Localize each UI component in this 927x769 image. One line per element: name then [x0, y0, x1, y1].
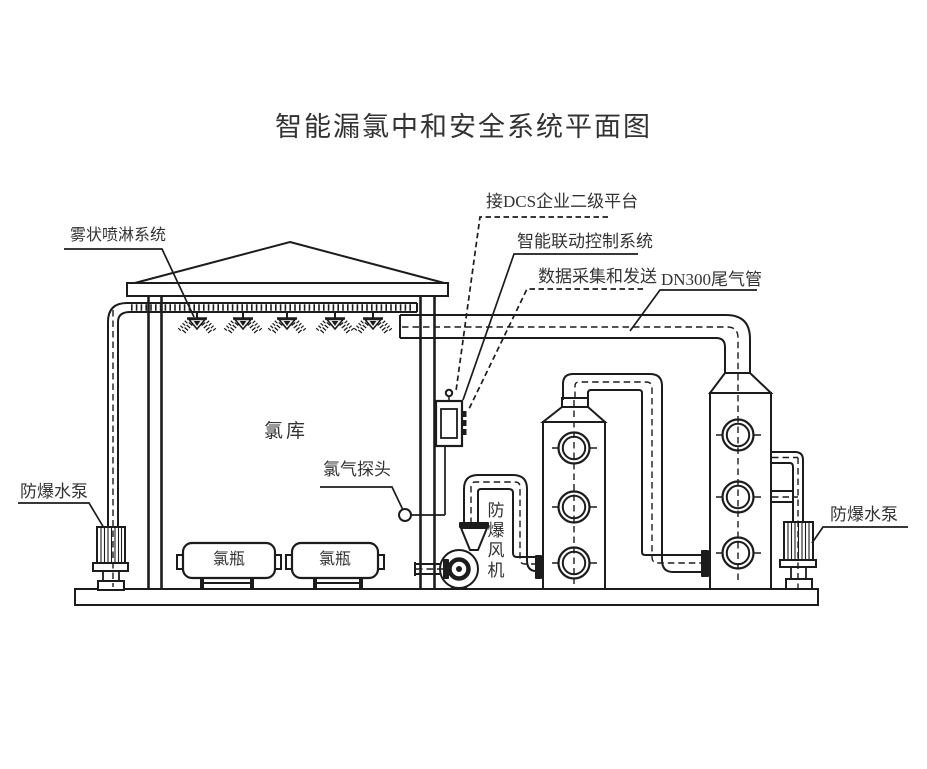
control-box: [398, 388, 467, 522]
chlorine-cylinder-2: [285, 541, 385, 589]
tower2-recirculation-pipes: [771, 451, 804, 522]
label-dcs-platform: 接DCS企业二级平台: [486, 192, 639, 211]
fan-inlet-flange: [443, 559, 449, 579]
antenna-icon: [444, 388, 454, 398]
dn300-exhaust-duct: [399, 314, 751, 373]
label-data-collection: 数据采集和发送: [538, 267, 657, 286]
label-spray-system: 雾状喷淋系统: [70, 227, 167, 244]
spray-nozzles: [179, 312, 392, 334]
label-control-system: 智能联动控制系统: [517, 232, 653, 251]
label-fan: 防爆风机: [484, 501, 504, 581]
fan-outlet-flange: [459, 522, 489, 528]
chlorine-gas-probe: [398, 508, 412, 522]
pipe-centerlines: [112, 310, 799, 588]
chlorine-cylinder-1: [176, 541, 282, 589]
label-exhaust-pipe: DN300尾气管: [661, 270, 763, 289]
label-gas-probe: 氯气探头: [323, 460, 391, 479]
label-pump-left: 防爆水泵: [20, 482, 88, 501]
tower1-to-tower2-pipe: [562, 373, 709, 577]
explosion-proof-pump-left: [92, 526, 129, 591]
spray-nozzle: [317, 312, 354, 334]
spray-header-pipe: [107, 302, 418, 527]
base-platform: [74, 588, 819, 606]
storage-room-walls: [147, 296, 436, 589]
fan-discharge-pipe: [463, 474, 542, 579]
tower1-inlet-flange: [535, 555, 542, 579]
page-title: 智能漏氯中和安全系统平面图: [275, 112, 652, 142]
storage-room-roof: [126, 240, 449, 297]
leader-lines: [18, 216, 908, 544]
spray-nozzle: [269, 312, 306, 334]
suction-duct: [414, 562, 444, 576]
label-pump-right: 防爆水泵: [830, 505, 898, 524]
label-chlorine-storage: 氯库: [264, 421, 309, 442]
spray-nozzle: [355, 312, 392, 334]
spray-nozzle: [225, 312, 262, 334]
scrubber-tower-2: [708, 372, 774, 590]
label-cylinder-2: 氯瓶: [318, 551, 351, 568]
tower2-inlet-flange: [701, 550, 709, 577]
label-cylinder-1: 氯瓶: [212, 551, 245, 568]
tower2-sight-glasses: [716, 418, 761, 570]
spray-nozzle: [179, 312, 216, 334]
explosion-proof-fan: [439, 522, 489, 589]
